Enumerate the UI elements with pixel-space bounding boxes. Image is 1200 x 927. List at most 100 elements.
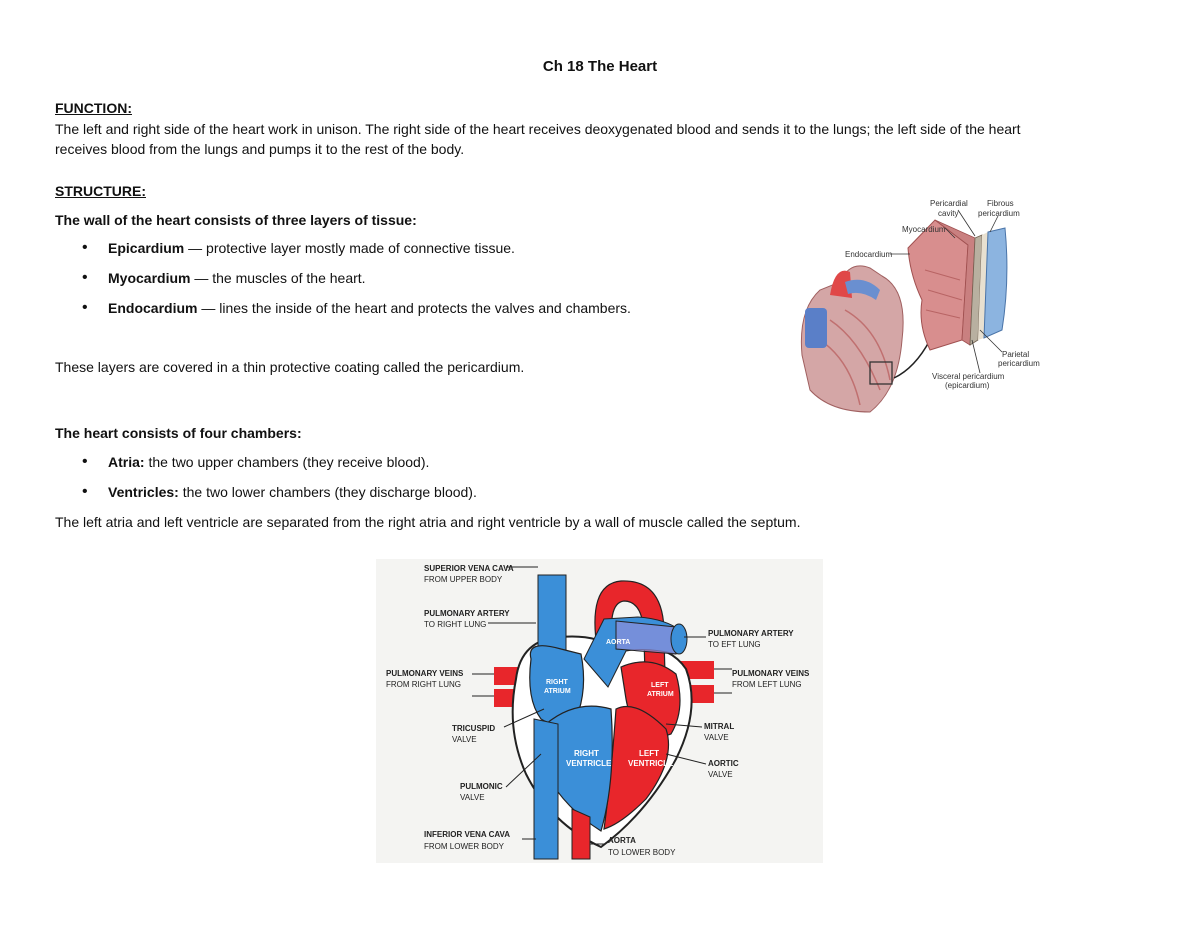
- label-aortic-valve: AORTIC: [708, 759, 739, 768]
- label-pulmonary-artery-right: TO RIGHT LUNG: [424, 620, 486, 629]
- label-right-atrium: RIGHT: [546, 679, 569, 686]
- bullet-dot: •: [82, 483, 88, 500]
- label-pulmonary-artery-right: PULMONARY ARTERY: [424, 609, 510, 618]
- pericardium-note: These layers are covered in a thin prote…: [55, 359, 525, 375]
- label-visceral-pericardium: Visceral pericardium: [932, 372, 1005, 381]
- label-tricuspid-valve: VALVE: [452, 735, 477, 744]
- myocardium-layer: [907, 219, 969, 351]
- pulmonary-artery-opening: [670, 623, 688, 655]
- term: Endocardium: [108, 300, 198, 316]
- label-pulmonic-valve: PULMONIC: [460, 782, 503, 791]
- list-item-myocardium: Myocardium — the muscles of the heart.: [108, 268, 366, 288]
- leader-line: [979, 329, 1003, 353]
- term: Myocardium: [108, 270, 191, 286]
- bullet-dot: •: [82, 453, 88, 470]
- label-pulmonary-artery-left: TO EFT LUNG: [708, 640, 761, 649]
- label-pulmonary-artery-left: PULMONARY ARTERY: [708, 629, 794, 638]
- label-left-ventricle: LEFT: [639, 749, 659, 758]
- aorta-shape: [830, 270, 852, 298]
- description: — lines the inside of the heart and prot…: [197, 300, 631, 316]
- leader-line: [665, 723, 703, 728]
- label-pulmonic-valve: VALVE: [460, 793, 485, 802]
- pulmonary-artery-left: [615, 620, 677, 655]
- label-aorta-lower: TO LOWER BODY: [608, 848, 676, 857]
- heart-wall-layers-figure: Pericardial cavity Fibrous pericardium M…: [790, 190, 1060, 415]
- label-left-atrium: ATRIUM: [647, 691, 674, 698]
- list-item-ventricles: Ventricles: the two lower chambers (they…: [108, 482, 477, 502]
- heart-muscle-line: [844, 309, 891, 381]
- label-superior-vena-cava: FROM UPPER BODY: [424, 575, 503, 584]
- pulmonary-trunk-shape: [845, 279, 880, 300]
- heart-muscle-line: [829, 319, 881, 391]
- descending-aorta: [571, 808, 591, 860]
- bullet-dot: •: [82, 239, 88, 256]
- label-visceral-pericardium: (epicardium): [945, 381, 990, 390]
- label-left-atrium: LEFT: [651, 682, 669, 689]
- bullet-dot: •: [82, 269, 88, 286]
- label-pulmonary-veins-left: FROM LEFT LUNG: [732, 680, 802, 689]
- list-item-atria: Atria: the two upper chambers (they rece…: [108, 452, 429, 472]
- pericardial-cavity-layer: [978, 232, 988, 340]
- label-superior-vena-cava: SUPERIOR VENA CAVA: [424, 564, 514, 573]
- leader-line: [665, 753, 707, 765]
- label-pulmonary-veins-right: FROM RIGHT LUNG: [386, 680, 461, 689]
- leader-line: [957, 209, 976, 237]
- leader-line: [503, 708, 545, 728]
- leader-line: [944, 227, 956, 239]
- leader-line: [505, 753, 542, 788]
- label-pericardial-cavity: cavity: [938, 209, 958, 218]
- right-ventricle-shape: [545, 705, 613, 832]
- page-title: Ch 18 The Heart: [542, 58, 658, 75]
- label-right-ventricle: VENTRICLE: [566, 759, 612, 768]
- list-item-epicardium: Epicardium — protective layer mostly mad…: [108, 238, 515, 258]
- leader-line: [971, 339, 981, 374]
- label-fibrous-pericardium: pericardium: [978, 209, 1020, 218]
- label-parietal-pericardium: pericardium: [998, 359, 1040, 368]
- heart-diagram: AORTA RIGHT ATRIUM LEFT ATRIUM RIGHT VEN…: [376, 559, 823, 863]
- list-item-endocardium: Endocardium — lines the inside of the he…: [108, 298, 631, 318]
- label-left-ventricle: VENTRICLE: [628, 759, 674, 768]
- label-inferior-vena-cava: INFERIOR VENA CAVA: [424, 830, 510, 839]
- structure-heading: STRUCTURE:: [55, 183, 146, 199]
- label-tricuspid-valve: TRICUSPID: [452, 724, 495, 733]
- description: — the muscles of the heart.: [190, 270, 366, 286]
- vena-cava-shape: [805, 308, 827, 348]
- term: Epicardium: [108, 240, 185, 256]
- leader-line: [989, 215, 999, 233]
- label-mitral-valve: VALVE: [704, 733, 729, 742]
- detail-box: [869, 361, 893, 385]
- heart-outline-shape: [800, 265, 904, 413]
- fibrous-layer: [983, 227, 1008, 339]
- label-mitral-valve: MITRAL: [704, 722, 734, 731]
- septum-note: The left atria and left ventricle are se…: [55, 514, 801, 530]
- label-pericardial-cavity: Pericardial: [930, 199, 968, 208]
- label-myocardium: Myocardium: [902, 225, 946, 234]
- label-aorta-lower: AORTA: [608, 836, 636, 845]
- label-right-ventricle: RIGHT: [574, 749, 599, 758]
- function-text-line-2: receives blood from the lungs and pumps …: [55, 141, 465, 157]
- term: Ventricles:: [108, 484, 179, 500]
- function-text-line-1: The left and right side of the heart wor…: [55, 121, 1021, 137]
- label-endocardium: Endocardium: [845, 250, 892, 259]
- heart-blood-flow-figure: AORTA RIGHT ATRIUM LEFT ATRIUM RIGHT VEN…: [376, 559, 823, 863]
- label-pulmonary-veins-right: PULMONARY VEINS: [386, 669, 464, 678]
- wall-intro: The wall of the heart consists of three …: [55, 212, 417, 228]
- label-aorta-inner: AORTA: [606, 639, 630, 646]
- description: — protective layer mostly made of connec…: [184, 240, 515, 256]
- chambers-intro: The heart consists of four chambers:: [55, 425, 302, 441]
- label-parietal-pericardium: Parietal: [1002, 350, 1029, 359]
- myocardium-side: [934, 219, 976, 346]
- muscle-fibers: [924, 269, 963, 319]
- label-inferior-vena-cava: FROM LOWER BODY: [424, 842, 505, 851]
- term: Atria:: [108, 454, 145, 470]
- heart-wall-illustration: Pericardial cavity Fibrous pericardium M…: [800, 199, 1040, 413]
- label-fibrous-pericardium: Fibrous: [987, 199, 1014, 208]
- description: the two upper chambers (they receive blo…: [144, 454, 430, 470]
- function-heading: FUNCTION:: [55, 100, 132, 116]
- label-aortic-valve: VALVE: [708, 770, 733, 779]
- label-right-atrium: ATRIUM: [544, 688, 571, 695]
- bullet-dot: •: [82, 299, 88, 316]
- description: the two lower chambers (they discharge b…: [178, 484, 477, 500]
- inferior-vena-cava: [533, 718, 559, 860]
